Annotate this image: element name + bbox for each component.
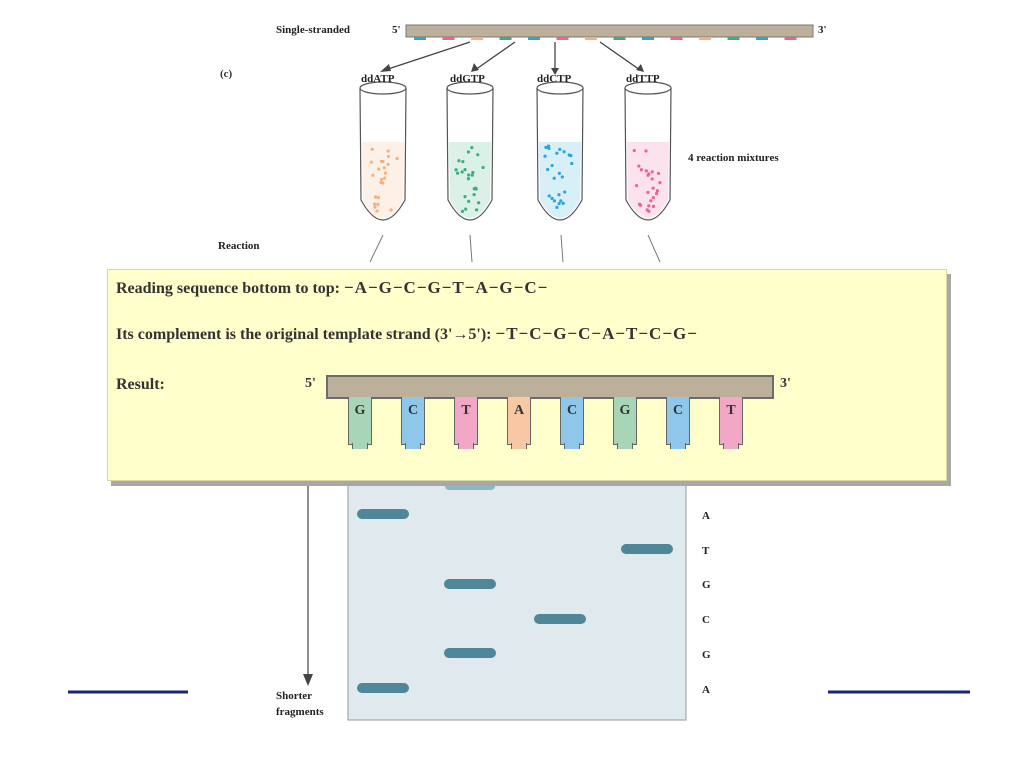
gel-base-label: T [702, 545, 710, 557]
complement-sequence: −T−C−G−C−A−T−C−G− [495, 324, 698, 343]
tube-leaders [369, 234, 661, 263]
gel-band [534, 614, 586, 624]
gel-base-label: A [702, 684, 710, 696]
result-base-tab: C [401, 397, 425, 449]
complement-line: Its complement is the original template … [116, 324, 698, 344]
gel-band [357, 683, 409, 693]
panel-letter: (c) [220, 68, 233, 80]
template-tick [727, 37, 740, 40]
reaction-tube-ddgtp [446, 81, 494, 221]
result-base-tab: C [560, 397, 584, 449]
result-three-prime: 3' [780, 376, 791, 391]
template-tick [784, 37, 797, 40]
result-base-tab: G [613, 397, 637, 449]
template-tick [528, 37, 540, 40]
reading-sequence: −A−G−C−G−T−A−G−C− [344, 278, 549, 297]
result-base-tab: T [719, 397, 743, 449]
result-strand [326, 375, 774, 399]
template-strand [405, 24, 814, 38]
template-tick [699, 37, 711, 40]
result-base-tab: G [348, 397, 372, 449]
template-tick [414, 37, 426, 40]
arrow-heads [380, 63, 644, 75]
gel-band [357, 509, 409, 519]
reaction-tube-ddctp [536, 81, 584, 221]
template-ticks [414, 37, 797, 40]
strand-arrows [384, 41, 641, 71]
tube-label-ddctp: ddCTP [537, 73, 572, 85]
direction-arrow-head [303, 674, 313, 686]
result-base-tab: C [666, 397, 690, 449]
fragments-label: fragments [276, 706, 324, 718]
template-five-prime: 5' [392, 24, 401, 36]
gel-bands [357, 509, 673, 693]
gel-base-label: C [702, 614, 710, 626]
result-base-tab: A [507, 397, 531, 449]
gel-band-partial [445, 482, 495, 490]
shorter-label: Shorter [276, 690, 313, 702]
reading-line: Reading sequence bottom to top: −A−G−C−G… [116, 278, 548, 298]
single-stranded-label: Single-stranded [276, 24, 350, 36]
complement-prefix: Its complement is the original template … [116, 326, 492, 343]
tubes-group [359, 81, 672, 221]
gel-band [621, 544, 673, 554]
mixtures-label: 4 reaction mixtures [688, 152, 779, 164]
template-tick [642, 37, 654, 40]
result-five-prime: 5' [305, 376, 316, 391]
template-tick [556, 37, 569, 40]
gel-panel [347, 469, 687, 721]
template-tick [613, 37, 626, 40]
template-tick [670, 37, 683, 40]
result-label: Result: [116, 376, 165, 393]
template-three-prime: 3' [818, 24, 827, 36]
gel-band [444, 648, 496, 658]
template-tick [442, 37, 455, 40]
template-tick [499, 37, 512, 40]
reading-prefix: Reading sequence bottom to top: [116, 280, 340, 297]
result-base-tab: T [454, 397, 478, 449]
reaction-label: Reaction [218, 240, 260, 252]
gel-base-label: G [702, 649, 711, 661]
template-tick [756, 37, 768, 40]
gel-base-label: A [702, 510, 710, 522]
result-callout: Reading sequence bottom to top: −A−G−C−G… [107, 269, 947, 481]
tube-label-ddgtp: ddGTP [450, 73, 485, 85]
template-tick [585, 37, 597, 40]
template-tick [471, 37, 483, 40]
reaction-tube-ddatp [359, 81, 407, 221]
tube-label-ddttp: ddTTP [626, 73, 660, 85]
tube-label-ddatp: ddATP [361, 73, 395, 85]
gel-band [444, 579, 496, 589]
gel-base-label: G [702, 579, 711, 591]
reaction-tube-ddttp [624, 81, 672, 221]
